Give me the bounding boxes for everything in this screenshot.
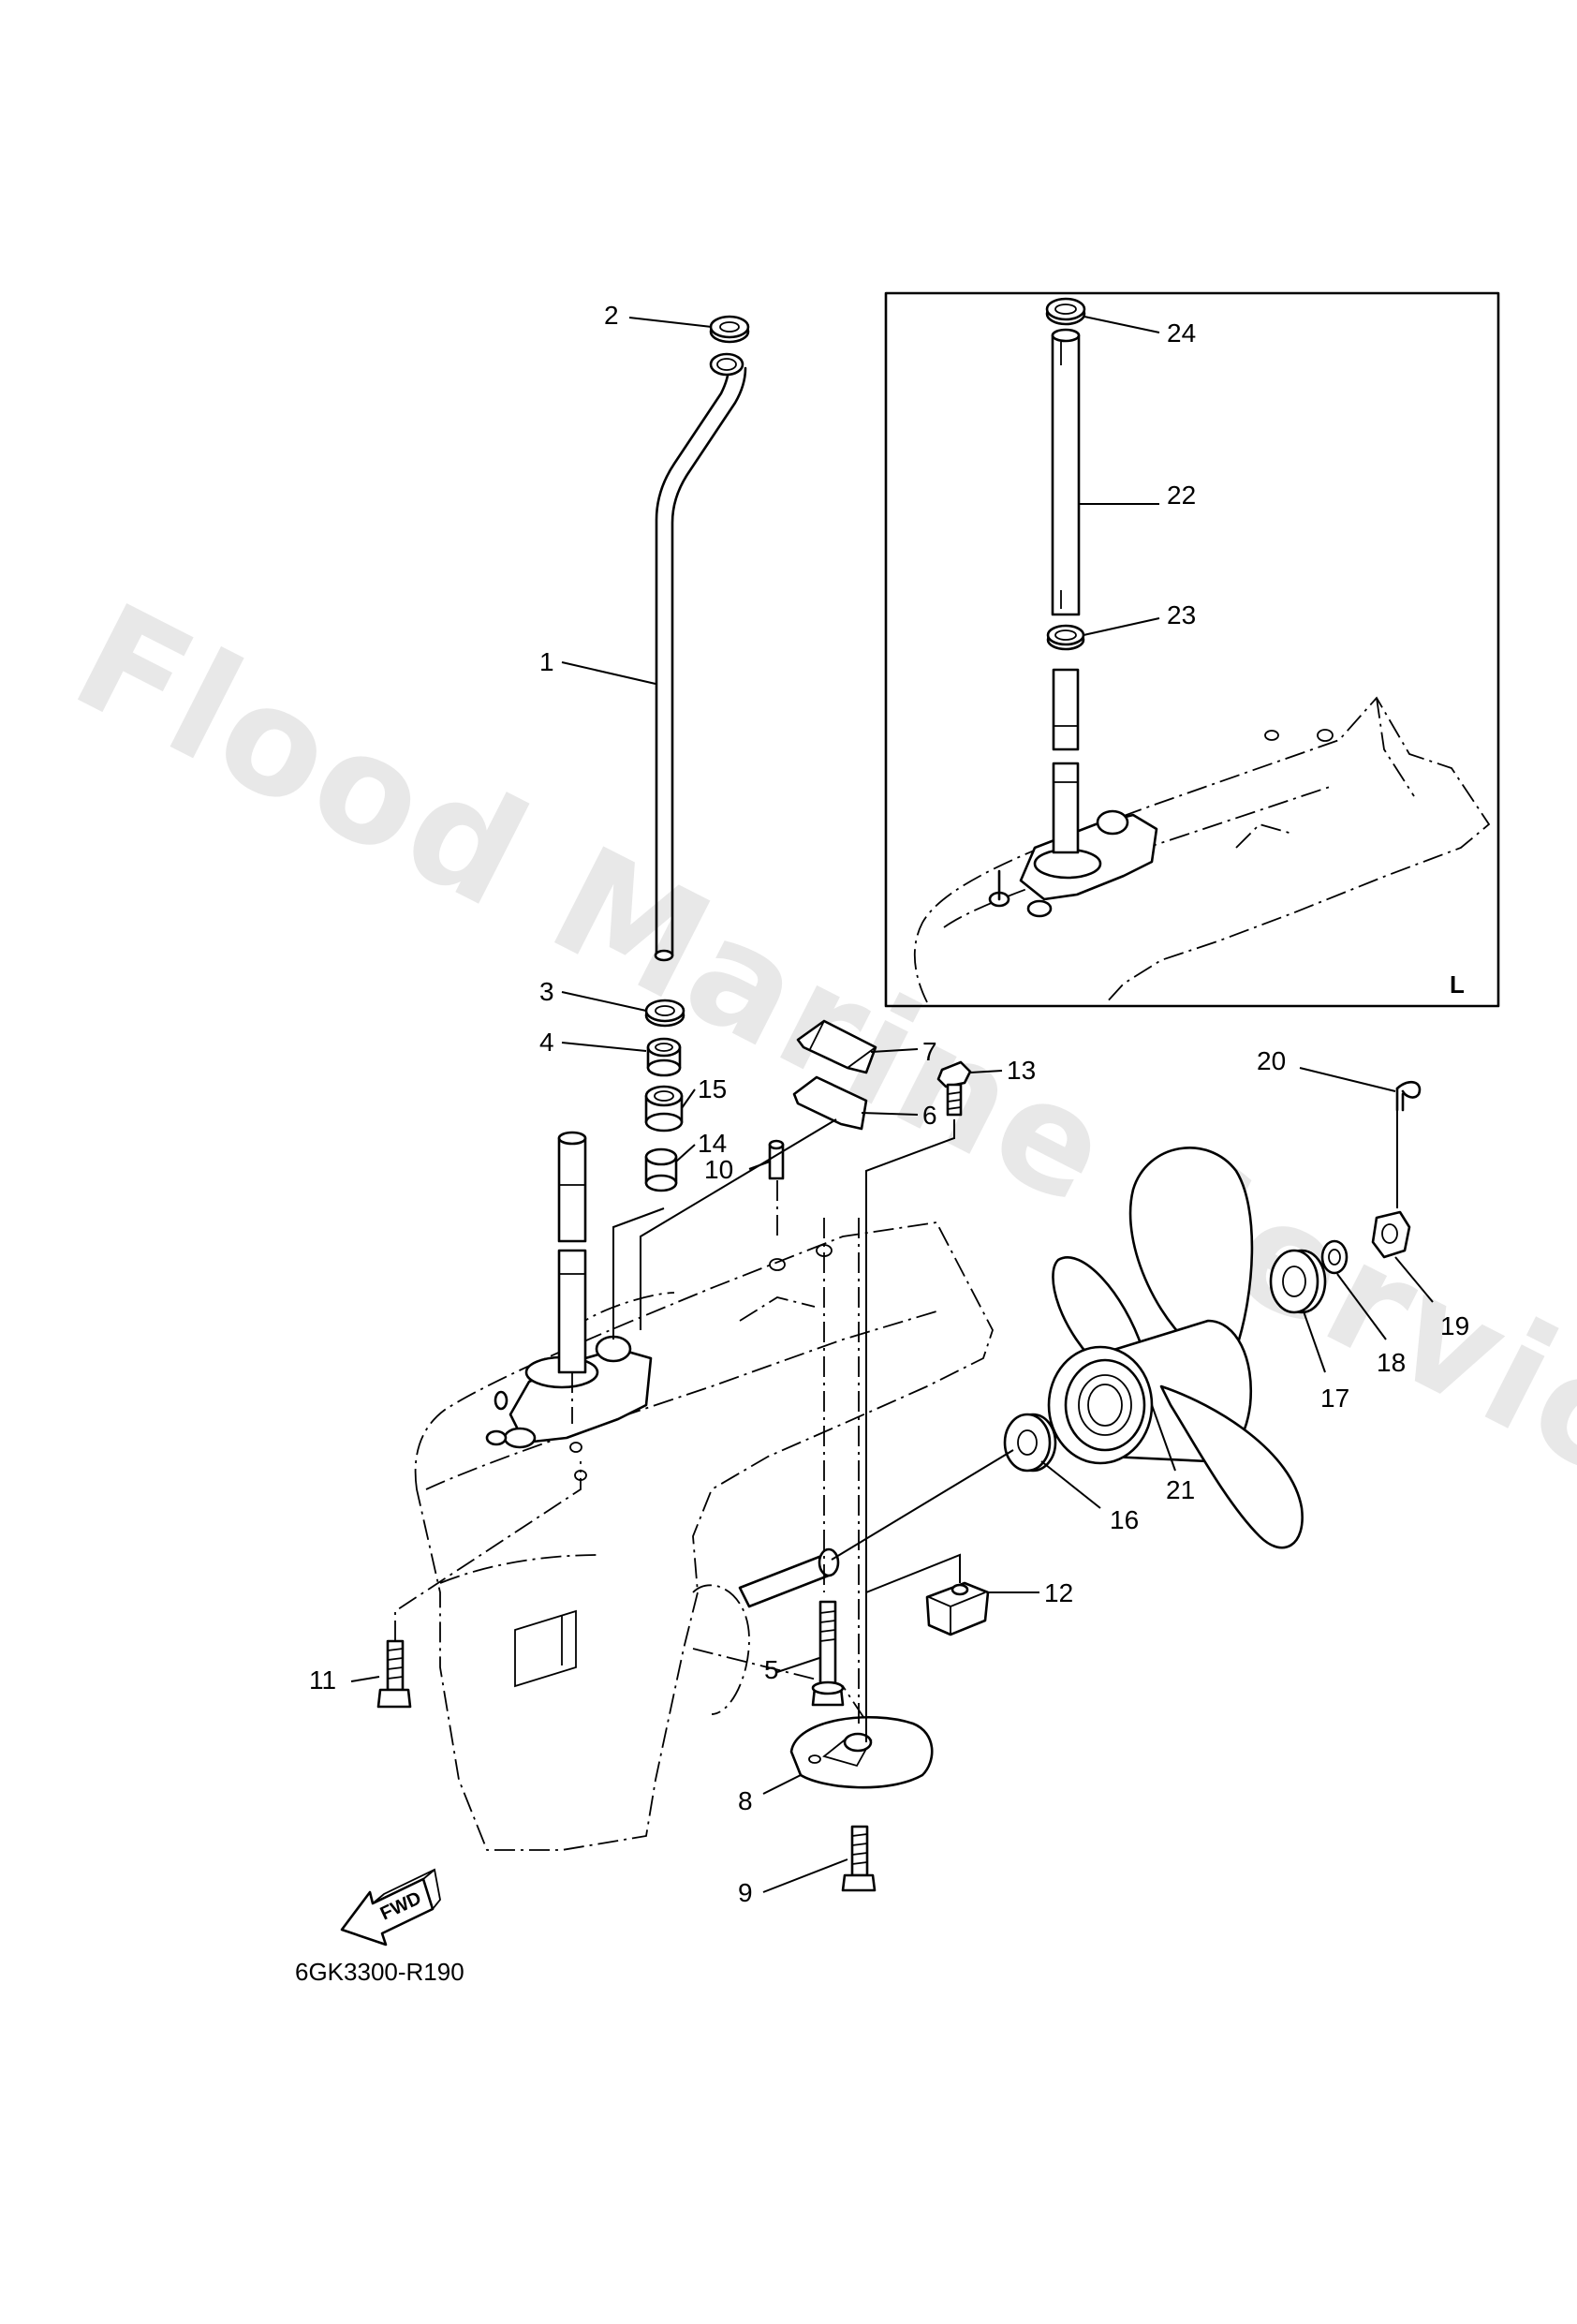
assembly-lines <box>394 1180 860 1724</box>
seal-strip-6 <box>792 1075 868 1131</box>
thrust-washer-16 <box>1003 1413 1057 1473</box>
spacer-17 <box>1269 1249 1327 1314</box>
callout-leaders <box>350 317 1434 1893</box>
assembly-guides <box>612 1110 1398 1742</box>
callout-22: 22 <box>1167 481 1196 510</box>
callout-18: 18 <box>1377 1348 1406 1377</box>
callout-19: 19 <box>1440 1311 1469 1340</box>
callout-6: 6 <box>922 1101 937 1130</box>
washer-18 <box>1320 1239 1349 1275</box>
callout-20: 20 <box>1257 1046 1286 1075</box>
propeller-21 <box>1047 1147 1304 1549</box>
inset-panel: 24 22 23 L <box>884 291 1500 1008</box>
callout-11: 11 <box>309 1665 336 1695</box>
dowel-pin-10 <box>768 1139 785 1180</box>
callout-16: 16 <box>1110 1505 1139 1534</box>
grommet-top <box>709 315 750 344</box>
cap-15 <box>644 1085 684 1132</box>
grommet-lower <box>644 999 685 1028</box>
callout-15: 15 <box>698 1074 727 1103</box>
drive-shaft <box>557 1131 587 1374</box>
nut-19 <box>1371 1210 1411 1259</box>
callout-8: 8 <box>738 1786 753 1815</box>
callout-3: 3 <box>539 977 554 1006</box>
cotter-pin-20 <box>1395 1080 1422 1112</box>
callout-23: 23 <box>1167 600 1196 629</box>
anode-12 <box>925 1581 990 1636</box>
water-tube <box>654 352 747 962</box>
bolt-11 <box>376 1639 412 1709</box>
trim-tab-8 <box>789 1715 934 1789</box>
callout-2: 2 <box>604 301 619 330</box>
callout-10: 10 <box>704 1155 733 1184</box>
callouts: 2 1 3 4 15 14 10 7 6 13 20 19 18 17 21 1… <box>309 301 1469 1907</box>
fwd-arrow-icon: FWD <box>340 1868 441 1947</box>
diagram-code: 6GK3300-R190 <box>295 1958 464 1986</box>
inset-label: L <box>1450 970 1465 999</box>
callout-21: 21 <box>1166 1475 1195 1504</box>
collar-14 <box>644 1147 678 1192</box>
callout-12: 12 <box>1044 1578 1073 1607</box>
seal-4 <box>646 1037 682 1077</box>
callout-4: 4 <box>539 1028 554 1057</box>
bolt-5 <box>811 1600 845 1707</box>
callout-1: 1 <box>539 647 554 676</box>
callout-17: 17 <box>1320 1384 1349 1413</box>
callout-9: 9 <box>738 1878 753 1907</box>
callout-5: 5 <box>764 1655 779 1684</box>
callout-13: 13 <box>1007 1056 1036 1085</box>
callout-14: 14 <box>698 1129 727 1158</box>
seal-strip-7 <box>796 1019 877 1074</box>
bolt-13 <box>936 1060 972 1117</box>
bolt-9 <box>841 1825 877 1892</box>
callout-7: 7 <box>922 1037 937 1066</box>
callout-24: 24 <box>1167 318 1196 348</box>
